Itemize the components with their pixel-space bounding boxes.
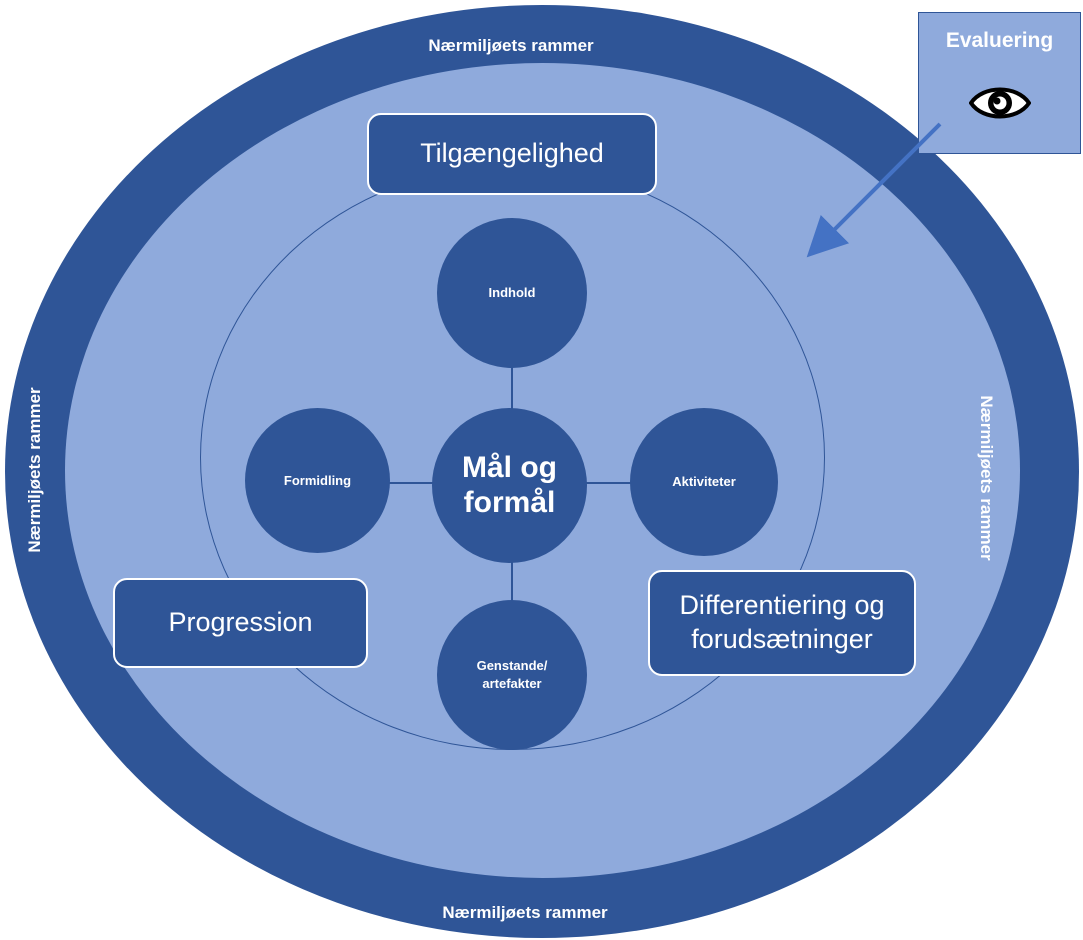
node-maal-og-formaal: Mål og formål	[432, 408, 587, 563]
node-formidling: Formidling	[245, 408, 390, 553]
evaluation-box: Evaluering	[918, 12, 1081, 154]
box-tilgaengelighed-label: Tilgængelighed	[420, 138, 604, 169]
node-genstande-line1: Genstande/	[476, 658, 548, 674]
box-progression-label: Progression	[168, 607, 313, 638]
box-differentiering: Differentiering og forudsætninger	[648, 570, 916, 676]
node-genstande: Genstande/ artefakter	[437, 600, 587, 750]
connector-bottom	[511, 550, 513, 612]
evaluation-title: Evaluering	[945, 29, 1054, 52]
box-progression: Progression	[113, 578, 368, 668]
node-indhold: Indhold	[437, 218, 587, 368]
node-aktiviteter: Aktiviteter	[630, 408, 778, 556]
node-aktiviteter-label: Aktiviteter	[672, 474, 736, 490]
center-line2: formål	[463, 485, 556, 519]
connector-left	[385, 482, 437, 484]
box-tilgaengelighed: Tilgængelighed	[367, 113, 657, 195]
connector-right	[585, 482, 633, 484]
node-indhold-label: Indhold	[488, 285, 536, 301]
box-differentiering-line2: forudsætninger	[691, 624, 873, 654]
connector-top	[511, 355, 513, 440]
center-line1: Mål og	[462, 451, 557, 484]
node-formidling-label: Formidling	[283, 472, 352, 488]
eye-icon	[969, 87, 1031, 119]
box-differentiering-line1: Differentiering og	[679, 590, 885, 621]
frame-label-bottom: Nærmiljøets rammer	[442, 903, 608, 922]
node-genstande-line2: artefakter	[482, 676, 542, 691]
frame-label-top: Nærmiljøets rammer	[428, 36, 594, 55]
